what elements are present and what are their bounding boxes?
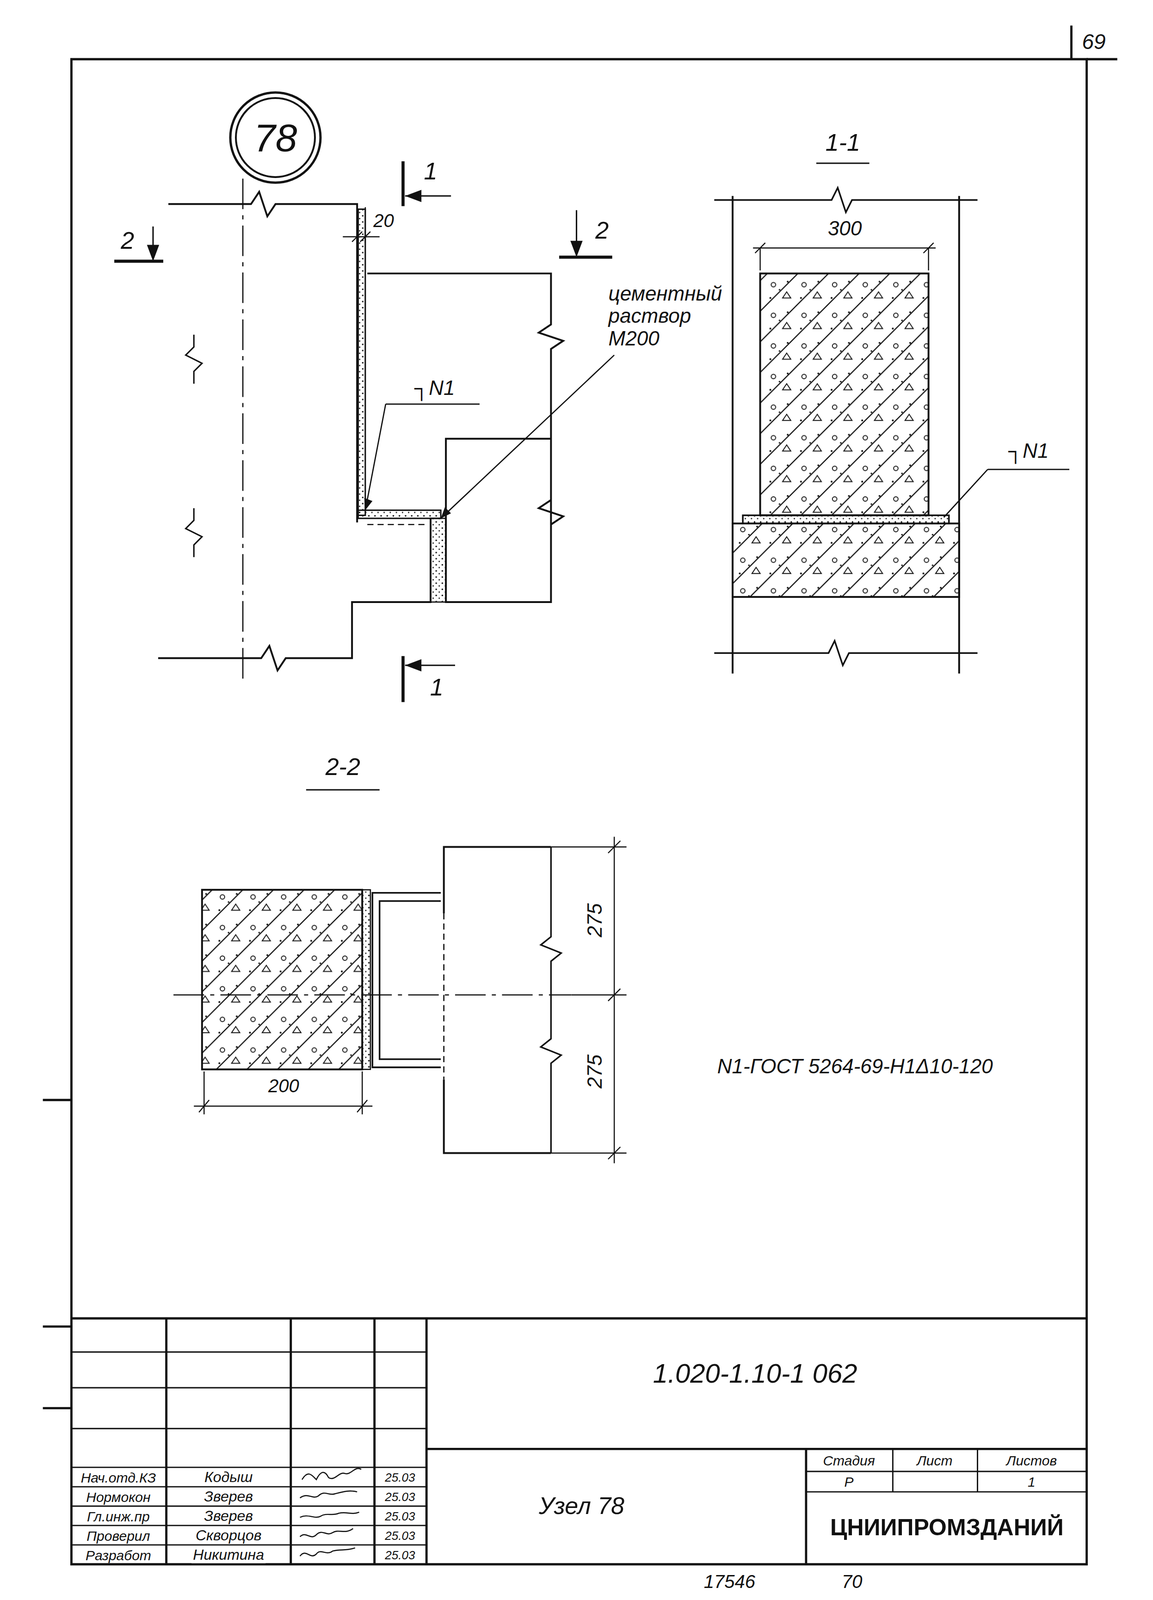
section-2-2 bbox=[173, 789, 627, 1164]
callout-number: 78 bbox=[253, 118, 297, 158]
dimension-tick bbox=[608, 840, 621, 1160]
title-underline bbox=[816, 162, 870, 165]
role-cell: Проверил bbox=[85, 1528, 152, 1544]
margin-tick bbox=[43, 1100, 72, 1409]
angle-section bbox=[742, 515, 950, 524]
date-cell: 25.03 bbox=[383, 1471, 417, 1485]
name-cell: Зверев bbox=[202, 1489, 255, 1506]
material-note: цементный раствор М200 bbox=[607, 282, 724, 350]
beam-outline bbox=[367, 273, 564, 603]
column-section bbox=[202, 889, 363, 1070]
value-cell: Р bbox=[843, 1474, 856, 1490]
leader-line bbox=[365, 404, 480, 511]
break-line bbox=[714, 187, 978, 666]
dimension-line bbox=[550, 836, 627, 1164]
section-mark: 1 bbox=[428, 674, 445, 702]
date-cell: 25.03 bbox=[383, 1490, 417, 1505]
section-mark: 2 bbox=[119, 227, 136, 254]
break-line bbox=[540, 847, 562, 1154]
beam-outline bbox=[443, 847, 552, 1154]
center-line bbox=[242, 178, 244, 684]
role-cell: Нормокон bbox=[84, 1489, 152, 1505]
mortar-layer bbox=[430, 518, 446, 603]
dimension-tick bbox=[198, 1100, 368, 1113]
archive-number: 17546 bbox=[702, 1571, 757, 1592]
beam-section bbox=[760, 273, 929, 516]
page-number: 69 bbox=[1080, 30, 1107, 54]
title-block bbox=[71, 1318, 1087, 1565]
organization-name: ЦНИИПРОМЗДАНИЙ bbox=[828, 1515, 1066, 1541]
leader-tip bbox=[364, 498, 452, 519]
cut-mark bbox=[114, 257, 613, 262]
dimension: 20 bbox=[371, 210, 396, 231]
date-cell: 25.03 bbox=[383, 1548, 417, 1563]
inner-ring bbox=[235, 98, 315, 178]
hidden-line bbox=[443, 913, 445, 1080]
header-cell: Листов bbox=[1005, 1452, 1059, 1468]
name-cell: Кодыш bbox=[203, 1469, 254, 1486]
center-line bbox=[173, 994, 572, 996]
part-callout: ┐N1 bbox=[413, 376, 457, 399]
section-mark: 1 bbox=[422, 158, 439, 185]
outer-ring bbox=[230, 92, 321, 183]
column-outline bbox=[158, 518, 431, 671]
section-1-1 bbox=[714, 163, 1070, 674]
angle-leg bbox=[357, 510, 441, 519]
column-outline bbox=[168, 191, 358, 523]
arrow-head bbox=[405, 189, 422, 672]
role-cell: Гл.инж.пр bbox=[85, 1509, 152, 1525]
dimension-line bbox=[193, 1071, 373, 1115]
date-cell: 25.03 bbox=[383, 1529, 417, 1543]
name-cell: Зверев bbox=[202, 1508, 255, 1525]
leader-line bbox=[440, 355, 615, 519]
weld-note: N1-ГОСТ 5264-69-Н1Δ10-120 bbox=[715, 1055, 995, 1078]
dimension-tick bbox=[351, 231, 371, 242]
document-code: 1.020-1.10-1 062 bbox=[651, 1358, 859, 1389]
section-title: 2-2 bbox=[324, 754, 362, 781]
title-underline bbox=[306, 789, 380, 791]
role-cell: Нач.отд.КЗ bbox=[79, 1470, 158, 1486]
frame-tick bbox=[1071, 25, 1118, 60]
sheet-frame bbox=[43, 25, 1118, 1565]
section-title: 1-1 bbox=[824, 129, 862, 156]
mortar-layer bbox=[362, 889, 371, 1070]
role-cell: Разработ bbox=[84, 1547, 153, 1563]
signature bbox=[300, 1468, 362, 1557]
break-mark bbox=[185, 334, 203, 558]
date-cell: 25.03 bbox=[383, 1510, 417, 1524]
dimension: 275 bbox=[583, 1053, 606, 1090]
frame-border bbox=[71, 59, 1087, 1565]
callout-circle: 78 bbox=[228, 90, 323, 185]
header-cell: Лист bbox=[915, 1452, 954, 1468]
column-section bbox=[732, 523, 960, 598]
main-view bbox=[114, 161, 615, 703]
leader-line bbox=[943, 469, 1070, 518]
angle-plan bbox=[372, 893, 441, 1068]
angle-leg bbox=[357, 209, 365, 516]
name-cell: Никитина bbox=[191, 1547, 266, 1564]
title-block-grid bbox=[71, 1318, 1087, 1565]
dimension-tick bbox=[755, 242, 934, 253]
header-cell: Стадия bbox=[821, 1452, 876, 1468]
cut-arrow bbox=[153, 210, 577, 260]
dimension: 300 bbox=[826, 217, 864, 240]
arrow-head bbox=[147, 240, 583, 262]
archive-number: 70 bbox=[840, 1571, 864, 1592]
name-cell: Скворцов bbox=[194, 1527, 264, 1544]
column-outline bbox=[732, 196, 960, 674]
dimension: 200 bbox=[266, 1075, 301, 1097]
cut-arrow bbox=[405, 196, 456, 666]
part-callout: ┐N1 bbox=[1006, 439, 1050, 463]
section-mark: 2 bbox=[593, 217, 611, 244]
dimension-line bbox=[752, 247, 936, 271]
value-cell: 1 bbox=[1026, 1474, 1037, 1490]
hidden-line bbox=[367, 524, 429, 526]
dimension: 275 bbox=[583, 902, 606, 939]
title-block-rows bbox=[71, 1352, 1087, 1546]
sheet-title: Узел 78 bbox=[537, 1492, 626, 1520]
cut-mark bbox=[401, 161, 405, 703]
